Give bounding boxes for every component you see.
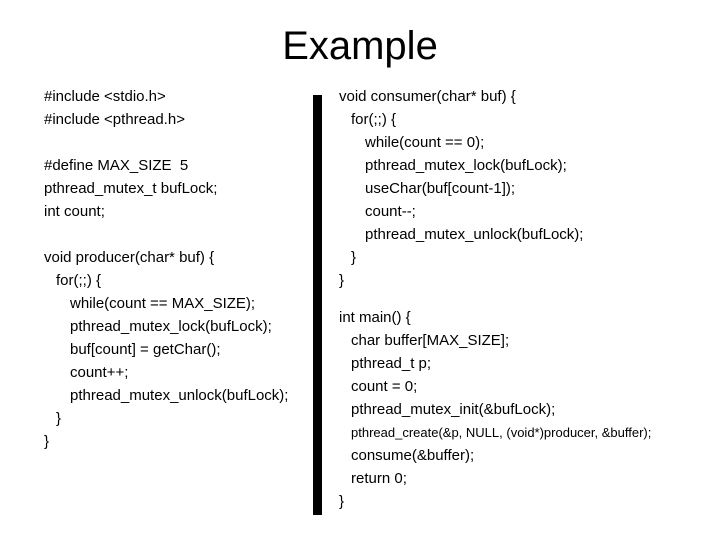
code-line: while(count == 0); [365, 134, 485, 151]
code-line: } [44, 433, 50, 450]
code-line: count++; [70, 364, 129, 381]
code-line: while(count == MAX_SIZE); [70, 295, 256, 312]
code-line: } [351, 249, 357, 266]
code-line: void producer(char* buf) { [44, 249, 215, 266]
code-line: consume(&buffer); [351, 447, 475, 464]
code-column-right-main: int main() { char buffer[MAX_SIZE]; pthr… [339, 306, 651, 513]
code-line: } [56, 410, 62, 427]
code-line: count = 0; [351, 378, 418, 395]
code-line [44, 131, 288, 154]
code-column-right-consumer: void consumer(char* buf) { for(;;) { whi… [339, 85, 583, 292]
code-line: for(;;) { [351, 111, 397, 128]
code-line [44, 223, 288, 246]
code-line: pthread_mutex_init(&bufLock); [351, 401, 556, 418]
code-line: #include <stdio.h> [44, 88, 166, 105]
code-column-left: #include <stdio.h> #include <pthread.h> … [44, 85, 288, 453]
code-line: #include <pthread.h> [44, 111, 185, 128]
vertical-divider [313, 95, 322, 515]
code-line: #define MAX_SIZE 5 [44, 157, 189, 174]
code-line: count--; [365, 203, 416, 220]
code-line: for(;;) { [56, 272, 102, 289]
code-line: int count; [44, 203, 105, 220]
code-line: pthread_mutex_t bufLock; [44, 180, 218, 197]
code-line: } [339, 493, 345, 510]
code-line: void consumer(char* buf) { [339, 88, 516, 105]
code-line: useChar(buf[count-1]); [365, 180, 516, 197]
code-line: pthread_mutex_unlock(bufLock); [70, 387, 289, 404]
code-line: int main() { [339, 309, 411, 326]
code-line: } [339, 272, 345, 289]
code-line: buf[count] = getChar(); [70, 341, 221, 358]
code-line: return 0; [351, 470, 407, 487]
code-line: pthread_mutex_lock(bufLock); [365, 157, 567, 174]
code-line: pthread_mutex_unlock(bufLock); [365, 226, 584, 243]
code-line: char buffer[MAX_SIZE]; [351, 332, 510, 349]
code-line: pthread_mutex_lock(bufLock); [70, 318, 272, 335]
code-line: pthread_create(&p, NULL, (void*)producer… [351, 425, 652, 440]
code-line: pthread_t p; [351, 355, 432, 372]
slide-title: Example [282, 24, 438, 68]
